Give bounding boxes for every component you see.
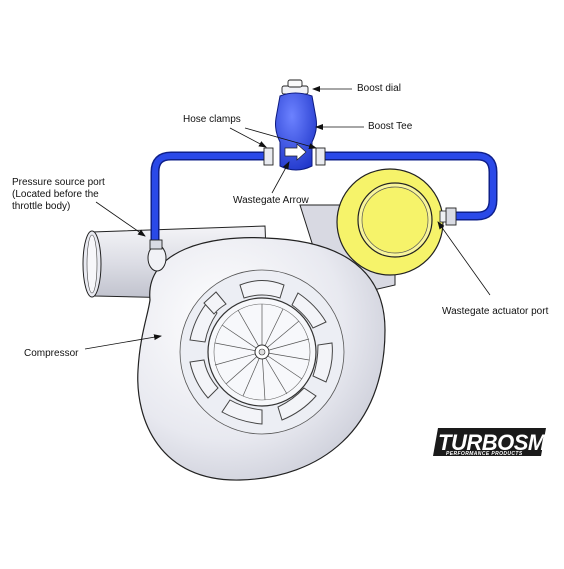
boost-tee [275,79,317,171]
leader-lines [84,86,491,350]
brand-logo: TURBOSMART PERFORMANCE PRODUCTS [433,428,564,457]
label-boost-dial: Boost dial [357,83,401,94]
housing-scallops [189,280,333,425]
pressure-source-fitting [147,239,167,272]
hose-clamps [263,147,326,166]
label-hose-clamps: Hose clamps [183,114,241,125]
compressor-wheel [207,297,317,407]
logo-wordmark: TURBOSMART [438,430,564,455]
label-pressure-source-1: Pressure source port [12,177,105,188]
label-wastegate-arrow: Wastegate Arrow [233,195,309,206]
vacuum-hose [150,151,498,249]
label-pressure-source-3: throttle body) [12,201,71,212]
label-pressure-source-2: (Located before the [12,189,99,200]
logo-tagline: PERFORMANCE PRODUCTS [446,451,523,457]
label-boost-tee: Boost Tee [368,121,413,132]
label-wastegate-actuator-port: Wastegate actuator port [442,306,549,317]
label-compressor: Compressor [24,348,79,359]
wastegate-actuator [336,168,444,276]
wastegate-arrow-icon [284,143,307,161]
